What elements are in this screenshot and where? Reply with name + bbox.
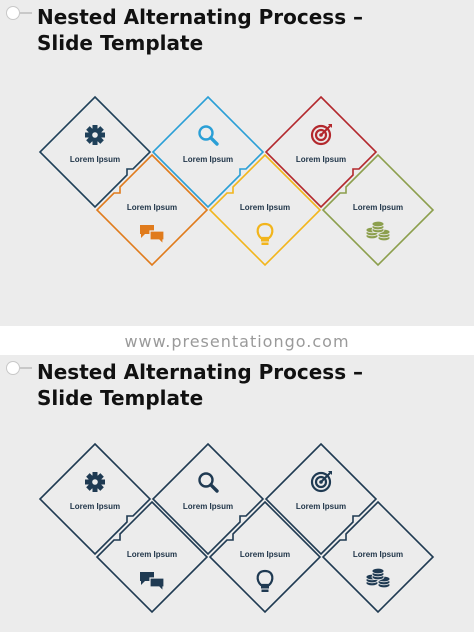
step-label: Lorem Ipsum xyxy=(70,155,120,164)
watermark-band: www.presentationgo.com xyxy=(0,326,474,355)
step-diamond-outline xyxy=(264,442,378,556)
slide-title-line-2: Slide Template xyxy=(37,31,204,55)
slide-marker-line xyxy=(20,367,32,369)
process-step-5: Lorem Ipsum xyxy=(264,95,378,209)
process-step-5: Lorem Ipsum xyxy=(264,442,378,556)
process-step-4: Lorem Ipsum xyxy=(208,500,322,614)
step-diamond-outline xyxy=(208,500,322,614)
step-diamond-outline xyxy=(321,153,435,267)
watermark-text: www.presentationgo.com xyxy=(124,332,350,351)
slide-title: Nested Alternating Process – Slide Templ… xyxy=(37,4,363,56)
process-step-1: Lorem Ipsum xyxy=(38,95,152,209)
step-diamond-outline xyxy=(151,95,265,209)
step-label: Lorem Ipsum xyxy=(183,502,233,511)
process-step-3: Lorem Ipsum xyxy=(151,442,265,556)
process-step-2: Lorem Ipsum xyxy=(95,153,209,267)
step-label: Lorem Ipsum xyxy=(183,155,233,164)
step-label: Lorem Ipsum xyxy=(70,502,120,511)
step-diamond-outline xyxy=(321,500,435,614)
step-diamond-outline xyxy=(95,500,209,614)
step-diamond-outline xyxy=(38,442,152,556)
step-label: Lorem Ipsum xyxy=(240,550,290,559)
step-label: Lorem Ipsum xyxy=(127,550,177,559)
lightbulb-icon xyxy=(256,569,274,592)
step-label: Lorem Ipsum xyxy=(127,203,177,212)
target-icon xyxy=(310,471,332,493)
process-step-6: Lorem Ipsum xyxy=(321,153,435,267)
coins-icon xyxy=(365,567,391,589)
lightbulb-icon xyxy=(256,222,274,245)
step-diamond-outline xyxy=(151,442,265,556)
slide-title: Nested Alternating Process – Slide Templ… xyxy=(37,359,363,411)
process-step-3: Lorem Ipsum xyxy=(151,95,265,209)
slide-marker-circle xyxy=(6,361,20,375)
step-diamond-outline xyxy=(264,95,378,209)
coins-icon xyxy=(365,220,391,242)
speech-bubbles-icon xyxy=(140,572,165,593)
process-step-2: Lorem Ipsum xyxy=(95,500,209,614)
step-label: Lorem Ipsum xyxy=(296,502,346,511)
step-label: Lorem Ipsum xyxy=(353,550,403,559)
gear-icon xyxy=(85,125,105,145)
slide-marker-line xyxy=(20,12,32,14)
target-icon xyxy=(310,124,332,146)
magnifier-icon xyxy=(198,472,219,493)
step-diamond-outline xyxy=(95,153,209,267)
slide-title-line-1: Nested Alternating Process – xyxy=(37,360,364,384)
slide-title-line-1: Nested Alternating Process – xyxy=(37,5,364,29)
step-diamond-outline xyxy=(38,95,152,209)
slide-monochrome: Nested Alternating Process – Slide Templ… xyxy=(0,355,474,632)
magnifier-icon xyxy=(198,125,219,146)
slide-title-line-2: Slide Template xyxy=(37,386,204,410)
slide-colored: Nested Alternating Process – Slide Templ… xyxy=(0,0,474,326)
process-step-4: Lorem Ipsum xyxy=(208,153,322,267)
step-diamond-outline xyxy=(208,153,322,267)
process-step-6: Lorem Ipsum xyxy=(321,500,435,614)
speech-bubbles-icon xyxy=(140,225,165,246)
step-label: Lorem Ipsum xyxy=(240,203,290,212)
step-label: Lorem Ipsum xyxy=(353,203,403,212)
step-label: Lorem Ipsum xyxy=(296,155,346,164)
gear-icon xyxy=(85,472,105,492)
process-step-1: Lorem Ipsum xyxy=(38,442,152,556)
slide-marker-circle xyxy=(6,6,20,20)
